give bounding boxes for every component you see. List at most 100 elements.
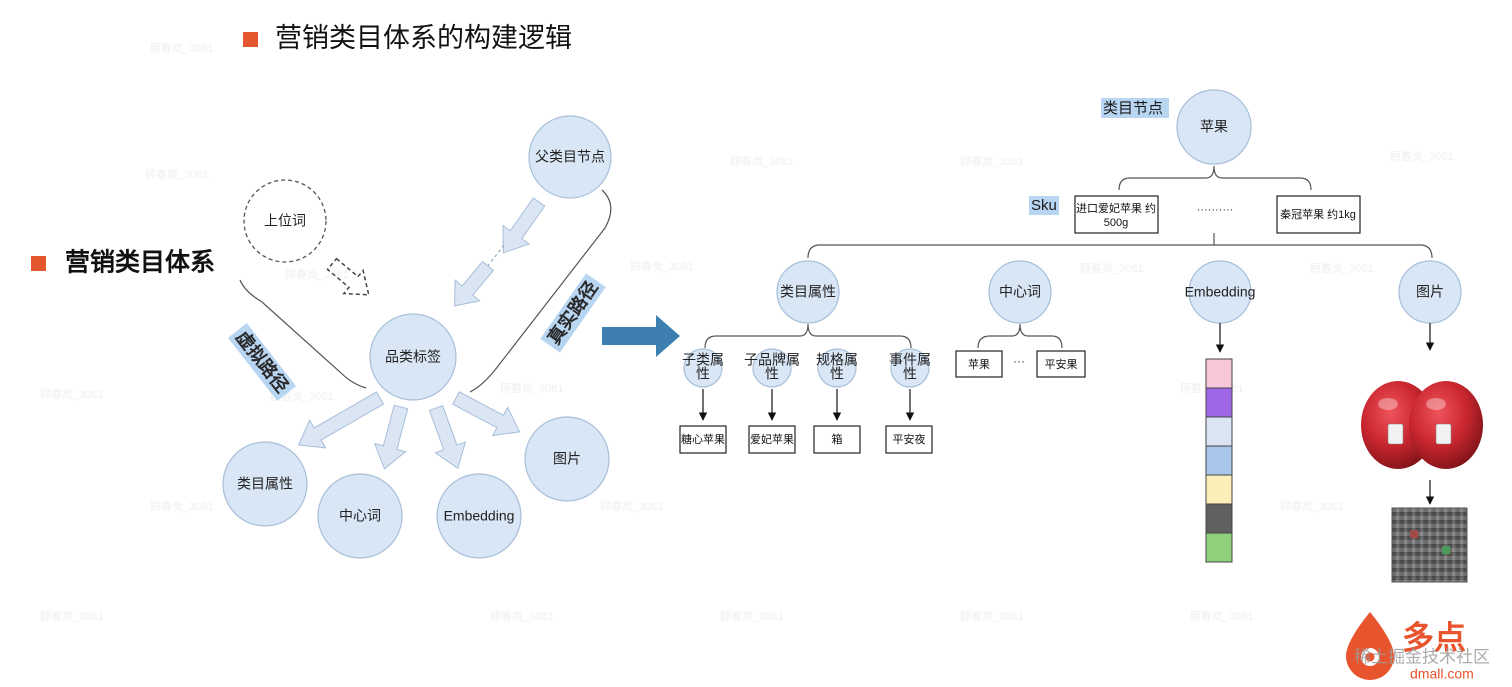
sku-ellipsis: ·········· xyxy=(1197,204,1234,216)
node-embedding: Embedding xyxy=(436,473,522,559)
svg-text:性: 性 xyxy=(830,366,844,382)
arrow-parent-to-sub xyxy=(502,197,546,254)
attr-value-1: 糖心苹果 xyxy=(679,425,727,454)
embedding-cell-1 xyxy=(1205,358,1233,389)
center-word-ellipsis: ··· xyxy=(1013,354,1025,368)
arrow-to-embedding xyxy=(428,404,467,469)
svg-text:类目属性: 类目属性 xyxy=(780,284,836,300)
svg-text:图片: 图片 xyxy=(553,451,581,467)
svg-text:上位词: 上位词 xyxy=(264,213,306,229)
svg-text:顾春岚_3081: 顾春岚_3081 xyxy=(1390,150,1454,163)
svg-text:性: 性 xyxy=(903,366,917,382)
category-node-label: 类目节点 xyxy=(1103,100,1163,117)
svg-text:顾春岚_3081: 顾春岚_3081 xyxy=(960,610,1024,623)
node-hypernym: 上位词 xyxy=(243,179,327,263)
left-diagram: 虚拟路径 真实路径 父类目节点 上位词 品类标签 类目属性 xyxy=(222,115,612,559)
svg-text:进口爱妃苹果 约: 进口爱妃苹果 约 xyxy=(1076,201,1156,215)
svg-text:图片: 图片 xyxy=(1416,284,1444,300)
sub-attr-event: 事件属 性 xyxy=(889,348,931,388)
center-word-box-2: 平安果 xyxy=(1036,350,1086,378)
transition-arrow xyxy=(602,315,680,357)
svg-text:顾春岚_3081: 顾春岚_3081 xyxy=(960,155,1024,168)
sku-label: Sku xyxy=(1031,197,1057,214)
svg-text:性: 性 xyxy=(696,366,710,382)
apple-photo xyxy=(1361,381,1483,469)
section-label: 营销类目体系 xyxy=(65,249,215,277)
right-diagram: 类目节点 Sku 苹果 进口爱妃苹果 约 500g ·········· 秦冠苹… xyxy=(679,89,1483,583)
node-category-tag: 品类标签 xyxy=(369,313,457,401)
svg-text:父类目节点: 父类目节点 xyxy=(535,149,605,165)
embedding-cell-4 xyxy=(1205,445,1233,476)
embedding-cell-3 xyxy=(1205,416,1233,447)
feature-node-image: 图片 xyxy=(1398,260,1462,324)
page-title: 营销类目体系的构建逻辑 xyxy=(275,23,572,53)
embedding-cell-6 xyxy=(1205,503,1233,534)
svg-text:顾春岚_3081: 顾春岚_3081 xyxy=(150,500,214,513)
svg-text:顾春岚_3081: 顾春岚_3081 xyxy=(40,388,104,401)
svg-text:Embedding: Embedding xyxy=(444,508,515,524)
svg-text:Embedding: Embedding xyxy=(1185,284,1256,300)
sub-attr-spec: 规格属 性 xyxy=(816,348,858,388)
real-path-label: 真实路径 xyxy=(543,277,601,348)
svg-text:糖心苹果: 糖心苹果 xyxy=(681,432,725,446)
node-image: 图片 xyxy=(524,416,610,502)
svg-text:顾春岚_3081: 顾春岚_3081 xyxy=(1190,610,1254,623)
dmall-logo: 多点 dmall.com xyxy=(1346,612,1474,682)
node-center-word: 中心词 xyxy=(317,473,403,559)
pixelated-image xyxy=(1391,507,1468,583)
embedding-cell-2 xyxy=(1205,387,1233,418)
svg-text:顾春岚_3081: 顾春岚_3081 xyxy=(630,260,694,273)
embedding-cell-5 xyxy=(1205,474,1233,505)
svg-text:顾春岚_3081: 顾春岚_3081 xyxy=(730,155,794,168)
feature-node-embedding: Embedding xyxy=(1185,260,1256,324)
svg-text:事件属: 事件属 xyxy=(889,352,931,368)
sku-box-1: 进口爱妃苹果 约 500g xyxy=(1074,195,1159,234)
svg-text:顾春岚_3081: 顾春岚_3081 xyxy=(490,610,554,623)
logo-domain-text: dmall.com xyxy=(1410,666,1474,682)
arrow-to-image xyxy=(452,391,521,437)
arrow-to-attr xyxy=(297,391,385,449)
svg-text:顾春岚_3081: 顾春岚_3081 xyxy=(1080,262,1144,275)
section-bullet xyxy=(31,256,46,271)
background-watermarks: 顾春岚_3081 顾春岚_3081 顾春岚_3081 顾春岚_3081 顾春岚_… xyxy=(40,42,1454,623)
svg-text:性: 性 xyxy=(765,366,779,382)
svg-text:顾春岚_3081: 顾春岚_3081 xyxy=(500,382,564,395)
svg-text:顾春岚_3081: 顾春岚_3081 xyxy=(40,610,104,623)
virtual-path-bracket xyxy=(239,279,367,389)
svg-text:中心词: 中心词 xyxy=(999,284,1041,300)
arrow-into-tag-from-real xyxy=(454,260,495,307)
sub-attr-subbrand: 子品牌属 性 xyxy=(744,348,800,388)
arrow-to-center-word xyxy=(373,404,409,470)
platform-watermark: 稀土掘金技术社区 xyxy=(1354,647,1490,666)
root-node: 苹果 xyxy=(1176,89,1252,165)
svg-text:子类属: 子类属 xyxy=(682,352,724,368)
virtual-path-label: 虚拟路径 xyxy=(232,327,293,397)
svg-text:平安夜: 平安夜 xyxy=(893,432,926,446)
node-category-attribute: 类目属性 xyxy=(222,441,308,527)
attr-value-4: 平安夜 xyxy=(885,425,933,454)
svg-text:品类标签: 品类标签 xyxy=(385,349,441,365)
feature-node-center-word: 中心词 xyxy=(988,260,1052,324)
svg-text:中心词: 中心词 xyxy=(339,508,381,524)
feature-node-category-attribute: 类目属性 xyxy=(776,260,840,324)
svg-text:顾春岚_3081: 顾春岚_3081 xyxy=(720,610,784,623)
svg-text:顾春岚_3081: 顾春岚_3081 xyxy=(145,168,209,181)
svg-text:顾春岚_3081: 顾春岚_3081 xyxy=(600,500,664,513)
embedding-cell-7 xyxy=(1205,532,1233,563)
sku-box-2: 秦冠苹果 约1kg xyxy=(1276,195,1361,234)
svg-text:爱妃苹果: 爱妃苹果 xyxy=(750,432,794,446)
svg-text:箱: 箱 xyxy=(832,432,843,446)
svg-text:顾春岚_3081: 顾春岚_3081 xyxy=(1280,500,1344,513)
svg-text:秦冠苹果 约1kg: 秦冠苹果 约1kg xyxy=(1280,207,1356,221)
svg-text:顾春岚_3081: 顾春岚_3081 xyxy=(150,42,214,55)
svg-text:顾春岚_3081: 顾春岚_3081 xyxy=(1310,262,1374,275)
center-word-box-1: 苹果 xyxy=(955,350,1003,378)
embedding-vector xyxy=(1205,358,1233,563)
svg-text:规格属: 规格属 xyxy=(816,352,858,368)
svg-text:平安果: 平安果 xyxy=(1045,357,1078,371)
arrow-hypernym-dashed xyxy=(326,257,370,296)
svg-text:子品牌属: 子品牌属 xyxy=(744,352,800,368)
attr-value-3: 箱 xyxy=(813,425,861,454)
